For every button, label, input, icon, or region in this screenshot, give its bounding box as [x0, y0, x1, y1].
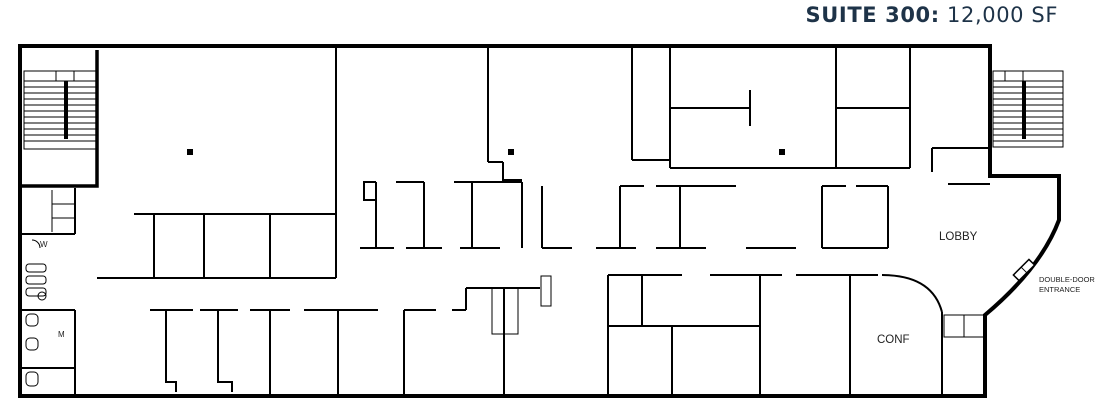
suite-title: SUITE 300: 12,000 SF: [806, 3, 1058, 27]
exterior-walls: [18, 44, 1061, 398]
entrance-label: DOUBLE-DOOR ENTRANCE: [1039, 275, 1095, 295]
core-walls: [20, 50, 992, 188]
suite-area: 12,000 SF: [947, 3, 1058, 27]
stair-left: [23, 70, 97, 150]
womens-restroom-label: W: [40, 240, 48, 249]
entrance-door: [1012, 258, 1036, 282]
lobby-label: LOBBY: [939, 231, 978, 243]
entrance-label-line1: DOUBLE-DOOR: [1039, 275, 1095, 284]
interior-walls: [22, 48, 990, 394]
entrance-label-line2: ENTRANCE: [1039, 285, 1081, 294]
fixtures: [25, 190, 985, 387]
suite-label: SUITE 300:: [805, 3, 940, 27]
structural-columns: [187, 149, 785, 155]
stair-right: [992, 70, 1064, 148]
mens-restroom-label: M: [58, 330, 65, 339]
conf-room-label: CONF: [877, 334, 910, 346]
